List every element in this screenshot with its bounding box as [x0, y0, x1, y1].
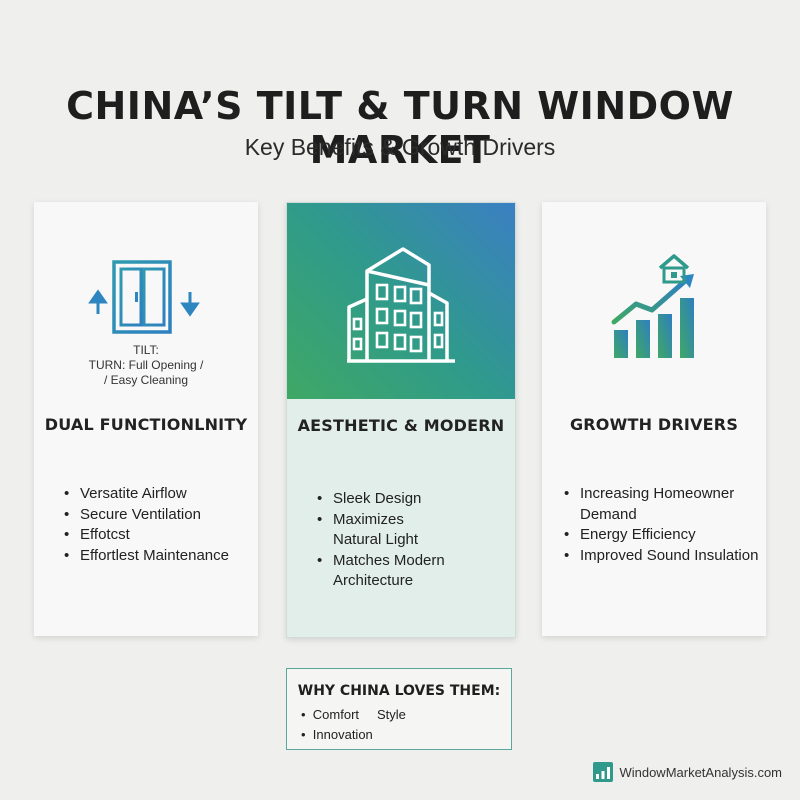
list-item: Maximizes: [315, 510, 445, 531]
list-item: Secure Ventilation: [62, 505, 229, 526]
page-title: CHINA’S TILT & TURN WINDOW MARKET: [66, 84, 734, 172]
benefit-list: Versatite Airflow Secure Ventilation Eff…: [62, 484, 229, 566]
brand-watermark: WindowMarketAnalysis.com: [593, 762, 782, 782]
card-heading: GROWTH DRIVERS: [569, 415, 739, 434]
card-heading: AESTHETIC & MODERN: [297, 416, 505, 435]
list-item: Architecture: [333, 572, 414, 589]
list-item: Effortlest Maintenance: [62, 546, 229, 567]
window-arrows-icon: [88, 260, 200, 334]
list-item: Increasing Homeowner: [562, 484, 758, 505]
growth-chart-house-icon: [606, 254, 702, 362]
list-item: Versatite Airflow: [62, 484, 229, 505]
list-item: Demand: [580, 505, 637, 523]
list-item: Natural Light: [333, 531, 419, 548]
card-banner: [287, 203, 515, 399]
why-item: Style: [377, 707, 406, 722]
tilt-note-line3: / Easy Cleaning: [103, 373, 189, 387]
list-item: Sleek Design: [315, 489, 445, 510]
tilt-note-line2: TURN: Full Opening /: [88, 358, 204, 372]
list-item: Improved Sound Insulation: [562, 546, 758, 567]
list-item: Matches Modern: [315, 551, 445, 572]
why-row-2: • Innovation: [301, 727, 373, 742]
benefit-list: Sleek Design Maximizes Natural Light Mat…: [315, 489, 445, 592]
tilt-note-line1: TILT:: [133, 343, 159, 357]
why-item: Comfort: [312, 707, 360, 722]
list-item: Effotcst: [62, 525, 229, 546]
why-item: Innovation: [312, 727, 373, 742]
brand-text: WindowMarketAnalysis.com: [619, 764, 782, 780]
card-heading: DUAL FUNCTIONLNITY: [44, 415, 248, 434]
card-aesthetic-modern: AESTHETIC & MODERN Sleek Design Maximize…: [286, 202, 516, 638]
list-item: Energy Efficiency: [562, 525, 758, 546]
card-growth-drivers: GROWTH DRIVERS Increasing Homeowner Dema…: [542, 202, 766, 636]
why-title: WHY CHINA LOVES THEM:: [297, 683, 501, 699]
page-subtitle: Key Benefits & Growth Drivers: [244, 134, 556, 160]
building-icon: [347, 247, 455, 363]
card-dual-functionality: TILT: TURN: Full Opening / / Easy Cleani…: [34, 202, 258, 636]
chart-logo-icon: [593, 762, 614, 782]
driver-list: Increasing Homeowner Demand Energy Effic…: [562, 484, 758, 566]
